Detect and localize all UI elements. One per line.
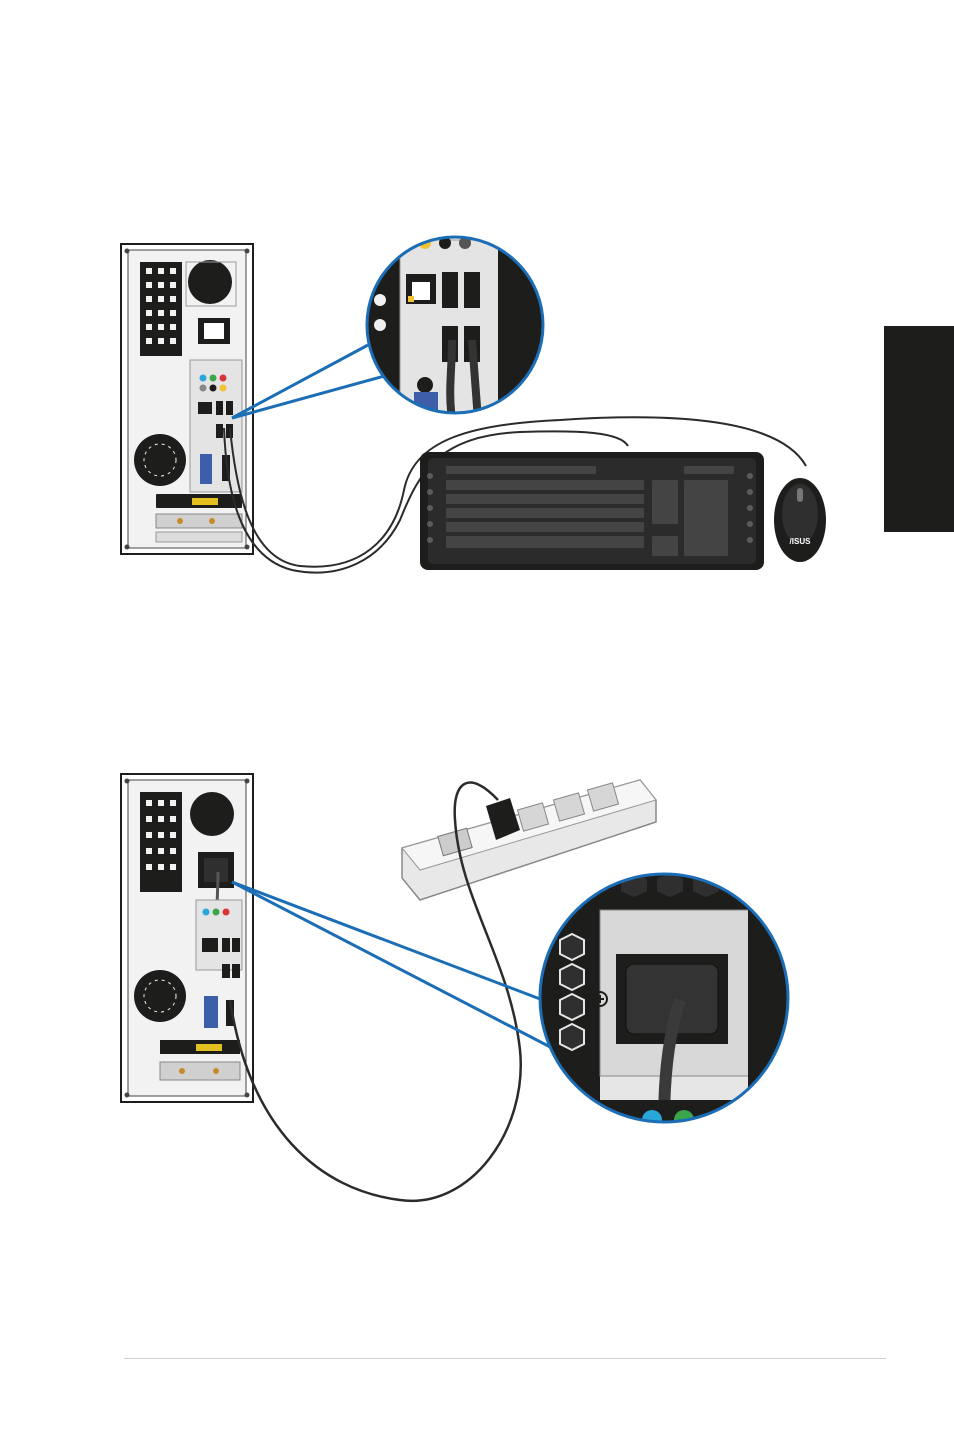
callout-lines: [232, 345, 388, 418]
keyboard: [420, 452, 764, 570]
pc-tower-rear: [121, 774, 253, 1102]
vga-port-small: [204, 996, 218, 1028]
figure-keyboard-mouse: /ISUS: [0, 0, 954, 700]
footer-rule: [124, 1358, 886, 1359]
tower-vent: [140, 792, 182, 892]
psu-fan: [190, 792, 234, 836]
power-zoom-callout: [540, 872, 808, 1130]
usb-zoom-callout: [360, 230, 550, 420]
mouse: /ISUS: [774, 478, 826, 562]
figure-power: [0, 700, 954, 1260]
pc-tower-rear: [121, 244, 253, 554]
callout-lines: [232, 882, 556, 1050]
psu-fan: [188, 260, 232, 304]
vga-port-small: [200, 454, 212, 484]
asus-logo: /ISUS: [790, 537, 812, 546]
lan-port-small: [198, 402, 212, 414]
